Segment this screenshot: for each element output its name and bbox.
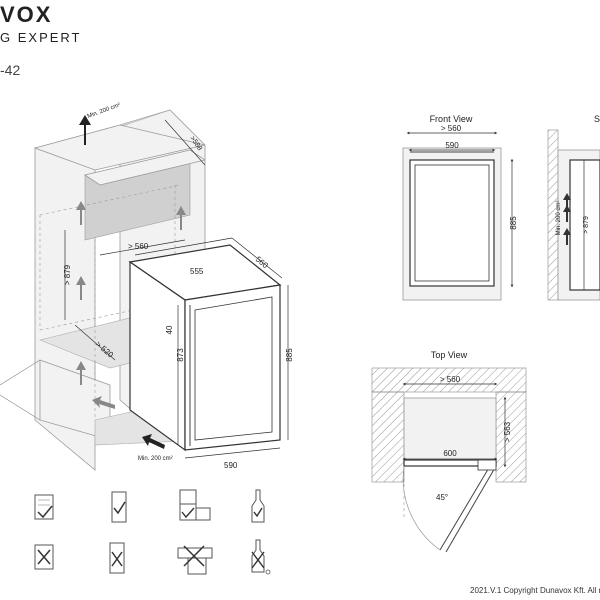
copyright-footer: 2021.V.1 Copyright Dunavox Kft. All r bbox=[470, 586, 600, 595]
front-view-title: Front View bbox=[430, 114, 473, 124]
top-dim-niche: > 560 bbox=[440, 375, 461, 384]
vent-top-label: Min. 200 cm² bbox=[87, 102, 122, 120]
front-view bbox=[402, 147, 502, 301]
model-number: -42 bbox=[0, 62, 21, 78]
vent-bottom-label: Min. 200 cm² bbox=[138, 456, 173, 462]
side-dim-vent: Min. 200 cm² bbox=[556, 201, 562, 236]
appliance-cross-icon bbox=[109, 542, 125, 574]
dim-niche-width: > 560 bbox=[128, 242, 149, 251]
top-dim-angle: 45° bbox=[436, 493, 448, 502]
brand-logo: VOX bbox=[0, 2, 53, 27]
side-view bbox=[547, 129, 600, 301]
dim-unit-depth-top: 555 bbox=[190, 267, 204, 276]
dim-unit-inner-height: 873 bbox=[176, 348, 185, 362]
appliance-check-icon bbox=[111, 491, 127, 523]
dim-unit-height: 885 bbox=[285, 348, 294, 362]
dim-niche-height: > 879 bbox=[63, 264, 72, 285]
top-dim-width: 600 bbox=[443, 449, 457, 458]
front-dim-niche: > 560 bbox=[441, 124, 462, 133]
dim-unit-width: 590 bbox=[224, 461, 238, 470]
side-view-title: S bbox=[594, 114, 600, 124]
top-dim-depth: > 563 bbox=[503, 421, 512, 442]
brand-tagline: G EXPERT bbox=[0, 30, 82, 45]
side-dim-height: > 879 bbox=[583, 216, 590, 234]
top-view bbox=[371, 367, 527, 553]
airflow-arrows bbox=[76, 115, 186, 449]
front-dim-width: 590 bbox=[445, 141, 459, 150]
dim-unit-door: 40 bbox=[165, 325, 174, 334]
stacked-cabinet-icon bbox=[179, 489, 211, 521]
iso-appliance bbox=[128, 244, 282, 452]
document-check-icon bbox=[34, 494, 54, 520]
bottle-cross-icon bbox=[251, 539, 271, 575]
front-dim-height: 885 bbox=[509, 216, 518, 230]
top-view-title: Top View bbox=[431, 350, 468, 360]
document-cross-icon bbox=[34, 544, 54, 570]
bottle-check-icon bbox=[251, 489, 265, 523]
cabinet-cross-icon bbox=[177, 545, 213, 575]
